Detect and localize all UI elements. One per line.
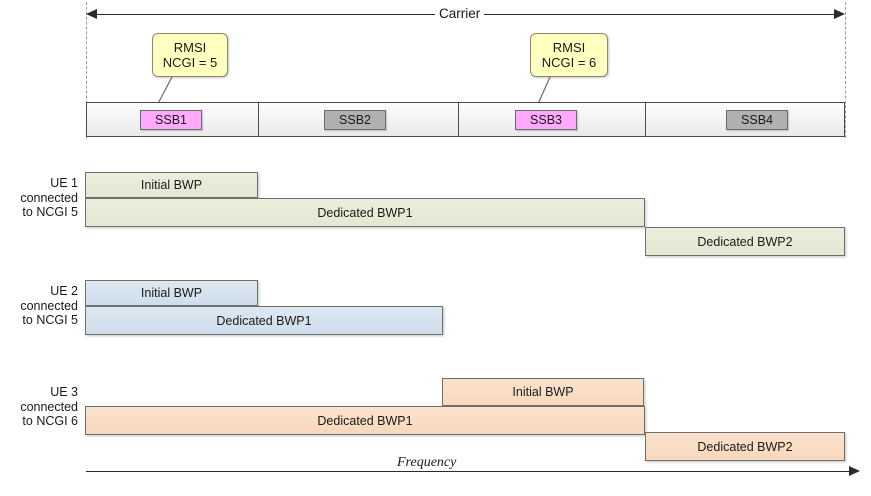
ue-2-dedicated-bwp1: Dedicated BWP1 xyxy=(85,306,443,335)
ue-label-line: UE 2 xyxy=(50,284,78,298)
rmsi-detail: NCGI = 6 xyxy=(541,55,597,70)
ue-label-line: connected xyxy=(20,298,78,313)
rmsi-title: RMSI xyxy=(552,40,586,55)
ue-3-dedicated-bwp2: Dedicated BWP2 xyxy=(645,432,845,461)
ssb-block-1: SSB1 xyxy=(140,110,202,130)
rmsi-title: RMSI xyxy=(173,40,207,55)
band-divider-3 xyxy=(645,102,646,137)
frequency-axis-label: Frequency xyxy=(397,455,457,470)
ue-label-line: to NCGI 6 xyxy=(22,414,78,428)
ssb-carrier-band xyxy=(86,102,845,137)
ssb-block-3: SSB3 xyxy=(515,110,577,130)
rmsi-detail: NCGI = 5 xyxy=(162,55,218,70)
ue-label-line: UE 3 xyxy=(50,385,78,399)
carrier-arrow-left-head xyxy=(86,9,97,19)
carrier-right-guide xyxy=(845,2,846,138)
ue-3-dedicated-bwp1: Dedicated BWP1 xyxy=(85,406,645,435)
carrier-label: Carrier xyxy=(435,7,485,21)
ue-label-ue-2: UE 2 connected to NCGI 5 xyxy=(0,284,78,328)
ue-1-dedicated-bwp1: Dedicated BWP1 xyxy=(85,198,645,227)
ssb-block-2: SSB2 xyxy=(324,110,386,130)
ue-1-dedicated-bwp2: Dedicated BWP2 xyxy=(645,227,845,256)
frequency-axis-line xyxy=(86,471,851,472)
ssb-block-4: SSB4 xyxy=(726,110,788,130)
ue-label-line: connected xyxy=(20,190,78,205)
band-divider-2 xyxy=(458,102,459,137)
ue-2-initial-bwp: Initial BWP xyxy=(85,280,258,306)
ue-3-initial-bwp: Initial BWP xyxy=(442,378,644,406)
band-divider-1 xyxy=(258,102,259,137)
ue-label-ue-3: UE 3 connected to NCGI 6 xyxy=(0,385,78,429)
ue-label-line: UE 1 xyxy=(50,176,78,190)
ue-label-line: to NCGI 5 xyxy=(22,205,78,219)
ue-label-ue-1: UE 1 connected to NCGI 5 xyxy=(0,176,78,220)
carrier-arrow-right-head xyxy=(834,9,845,19)
ue-label-line: to NCGI 5 xyxy=(22,313,78,327)
ue-1-initial-bwp: Initial BWP xyxy=(85,172,258,198)
frequency-axis-arrow-head xyxy=(849,466,860,476)
rmsi-callout-ncgi-6: RMSI NCGI = 6 xyxy=(530,33,608,77)
carrier-left-guide xyxy=(86,2,87,138)
rmsi-callout-ncgi-5: RMSI NCGI = 5 xyxy=(152,33,228,77)
ue-label-line: connected xyxy=(20,399,78,414)
